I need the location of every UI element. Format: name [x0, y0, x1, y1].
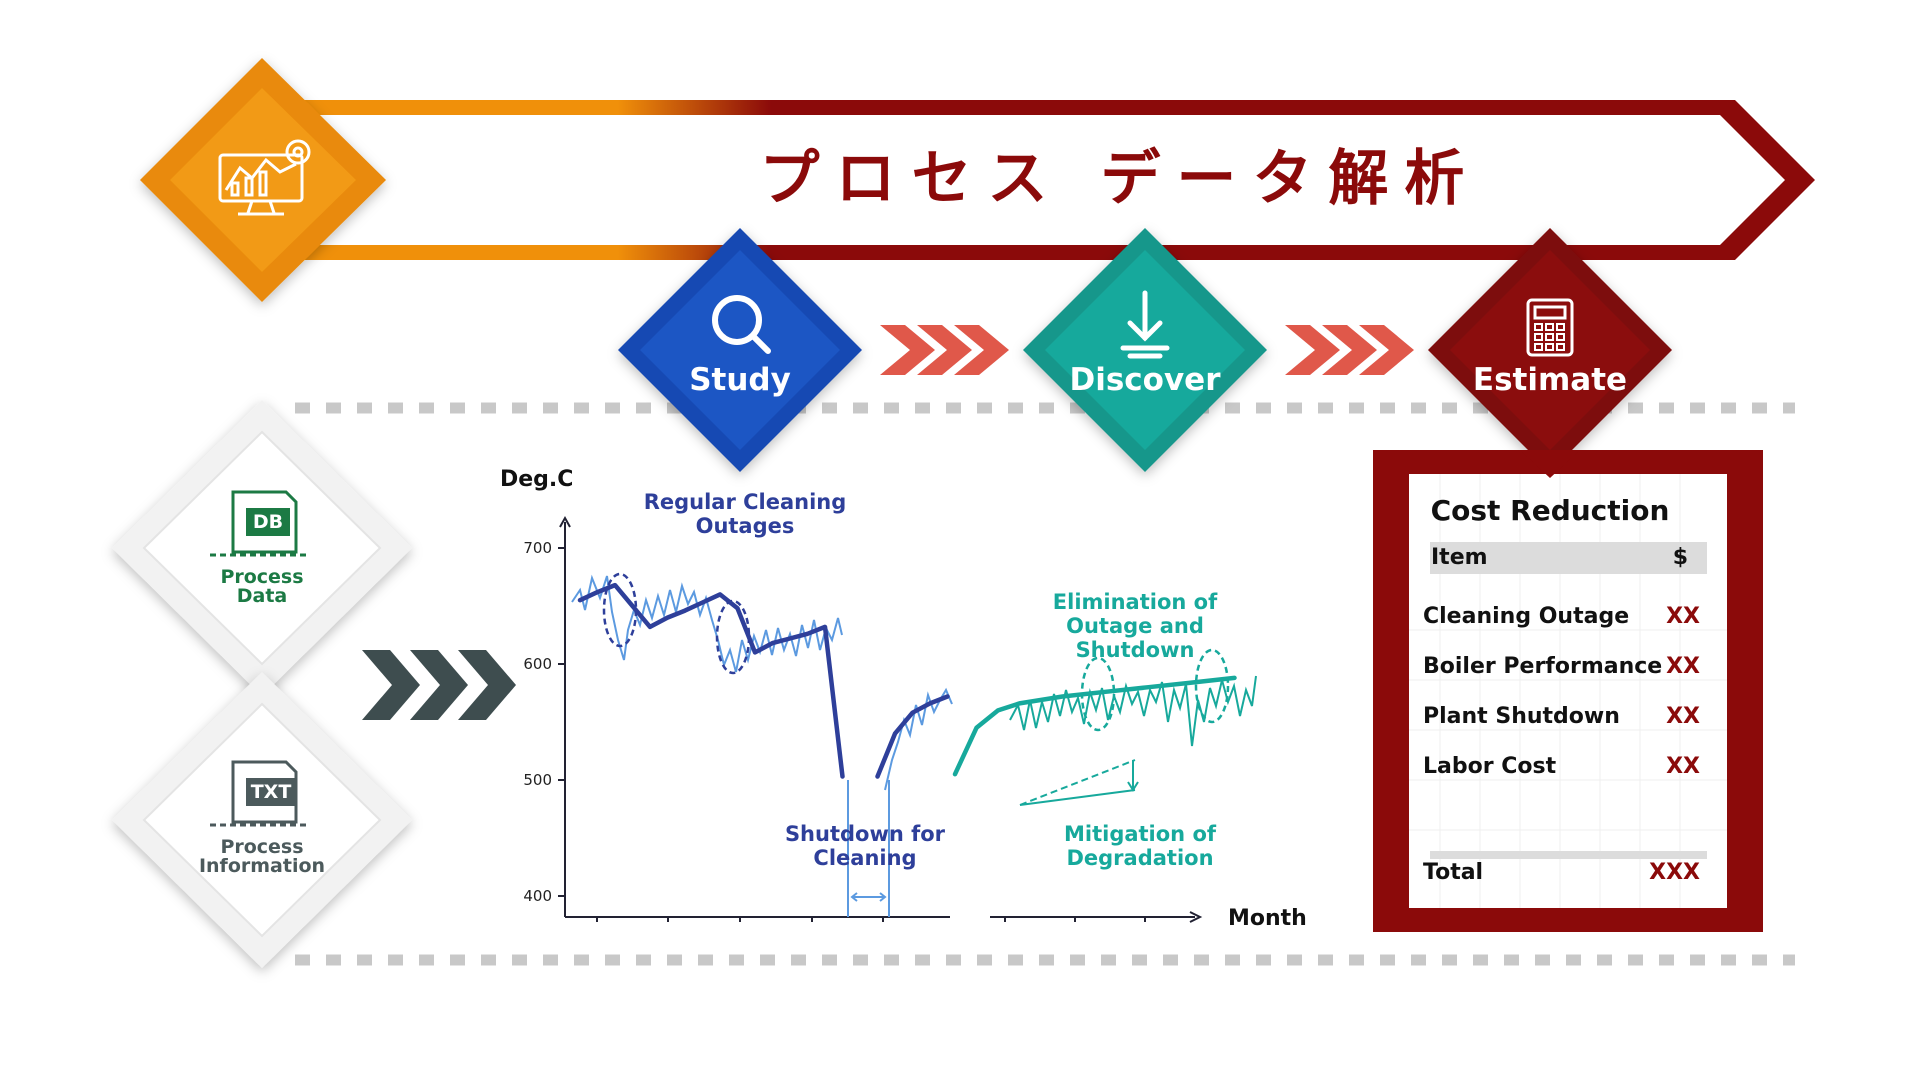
cost-row-item: Cleaning Outage [1423, 604, 1630, 629]
estimate-pointer [1520, 450, 1580, 478]
mitigation-line1: Mitigation of [1063, 822, 1217, 846]
series-improved [952, 675, 1237, 777]
outage-marker-1 [602, 572, 638, 648]
regular-cleaning-note: Regular Cleaning Outages [620, 490, 870, 538]
db-badge: DB [252, 511, 284, 533]
y-tick-600: 600 [523, 655, 552, 673]
cost-header-value: $ [1672, 545, 1688, 570]
cost-row-value: XX [1666, 604, 1700, 629]
outage-markers [602, 572, 1230, 732]
step-estimate-label[interactable]: Estimate [1472, 362, 1628, 398]
elimination-marker-2 [1194, 648, 1230, 724]
process-data-line1: Process [220, 566, 304, 588]
regular-cleaning-line1: Regular Cleaning [643, 490, 847, 514]
txt-badge: TXT [250, 781, 292, 803]
calculator-icon [1526, 298, 1574, 357]
step-study-label[interactable]: Study [689, 362, 791, 398]
cost-row-value: XX [1666, 654, 1700, 679]
x-axis-label: Month [1228, 906, 1307, 931]
series-post-shutdown [875, 694, 950, 779]
shutdown-line2: Cleaning [813, 846, 917, 870]
elimination-line2: Outage and Shutdown [1066, 614, 1204, 662]
process-information-line1: Process [220, 836, 304, 858]
cost-row: Cleaning Outage XX [1423, 604, 1700, 629]
series-pre-shutdown [577, 582, 845, 779]
chart-axes [558, 515, 1203, 923]
chevron-arrows-discover-estimate [1285, 325, 1414, 375]
shutdown-line1: Shutdown for [784, 822, 946, 846]
step-discover-label[interactable]: Discover [1069, 362, 1221, 398]
page-title: プロセス データ解析 [759, 144, 1481, 214]
shutdown-interval [847, 780, 890, 917]
shutdown-note: Shutdown for Cleaning [760, 822, 970, 870]
magnifier-icon [712, 295, 771, 354]
cost-reduction-title: Cost Reduction [1430, 494, 1670, 527]
cost-row-value: XX [1666, 754, 1700, 779]
cost-row: Boiler Performance XX [1423, 654, 1700, 679]
cost-total-value: XXX [1649, 860, 1700, 885]
raw-signal-light-blue [571, 574, 953, 791]
y-tick-700: 700 [523, 539, 552, 557]
elimination-note: Elimination of Outage and Shutdown [1005, 590, 1265, 662]
cost-header-row: Item $ [1423, 545, 1700, 570]
database-file-icon [210, 490, 310, 557]
process-data-line2: Data [236, 585, 288, 607]
process-data-label: Process Data [182, 568, 342, 606]
download-icon [1120, 290, 1170, 359]
elimination-marker-1 [1080, 656, 1116, 732]
cost-row-value: XX [1666, 704, 1700, 729]
regular-cleaning-line2: Outages [695, 514, 795, 538]
process-information-line2: Information [198, 855, 326, 877]
analytics-diamond [140, 58, 386, 302]
chevron-arrows-study-discover [880, 325, 1009, 375]
text-file-icon [210, 760, 310, 827]
process-information-diamond [112, 672, 412, 968]
outage-marker-2 [715, 599, 751, 675]
study-diamond[interactable] [618, 228, 862, 472]
cost-row: Plant Shutdown XX [1423, 704, 1700, 729]
mitigation-line2: Degradation [1066, 846, 1214, 870]
raw-signal-teal [1009, 675, 1257, 747]
y-axis-label: Deg.C [500, 467, 574, 492]
cost-row-item: Boiler Performance [1423, 654, 1663, 679]
y-tick-500: 500 [523, 771, 552, 789]
cost-total-label: Total [1423, 860, 1484, 885]
title-banner [280, 100, 1815, 260]
monitor-analytics-icon [218, 139, 311, 216]
cost-row: Labor Cost XX [1423, 754, 1700, 779]
mitigation-note: Mitigation of Degradation [1030, 822, 1250, 870]
cost-row-item: Plant Shutdown [1423, 704, 1620, 729]
process-information-label: Process Information [182, 838, 342, 876]
process-data-diamond [112, 400, 412, 696]
cost-total-row: Total XXX [1423, 860, 1700, 885]
chevron-arrows-sources-chart [362, 650, 516, 720]
mitigation-trend [1019, 759, 1139, 806]
cost-header-item: Item [1431, 545, 1488, 570]
elimination-line1: Elimination of [1052, 590, 1218, 614]
y-tick-400: 400 [523, 887, 552, 905]
cost-row-item: Labor Cost [1423, 754, 1557, 779]
cost-panel [1373, 450, 1763, 932]
